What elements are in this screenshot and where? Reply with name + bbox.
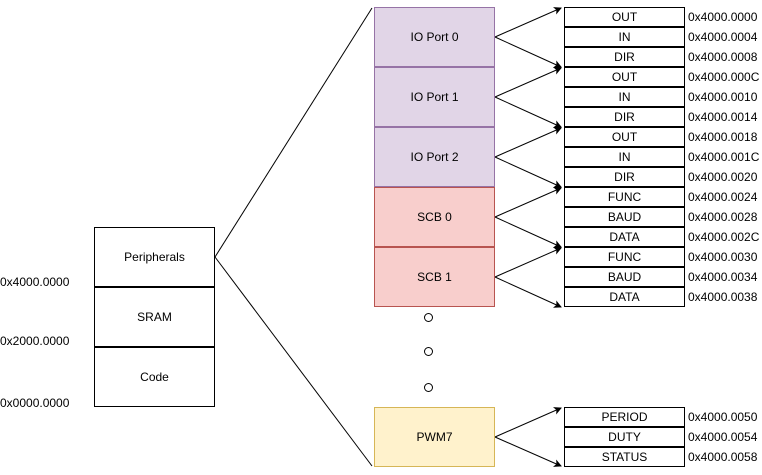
peripheral-pwm7: PWM7: [374, 407, 495, 467]
arrow: [494, 7, 562, 38]
zoom-line-bottom: [214, 256, 373, 467]
peripheral-scb-0: SCB 0: [374, 187, 495, 247]
peripheral-label: SCB 1: [417, 270, 452, 284]
register-address: 0x4000.0054: [688, 430, 758, 444]
register-cell: OUT: [564, 67, 685, 87]
memory-region-code: Code: [94, 347, 215, 407]
register-address: 0x4000.0004: [688, 30, 758, 44]
address-label-peripherals: 0x4000.0000: [0, 275, 70, 289]
peripheral-label: SCB 0: [417, 210, 452, 224]
register-cell: DIR: [564, 47, 685, 67]
register-name: DIR: [614, 110, 635, 124]
arrow: [494, 436, 562, 467]
memory-region-peripherals: Peripherals: [94, 227, 215, 287]
register-address: 0x4000.0058: [688, 450, 758, 464]
ellipsis-dot: [424, 313, 433, 322]
register-name: IN: [618, 90, 631, 104]
register-address: 0x4000.0000: [688, 10, 758, 24]
register-cell: FUNC: [564, 247, 685, 267]
register-address: 0x4000.0038: [688, 290, 758, 304]
arrow: [494, 187, 562, 218]
register-name: FUNC: [607, 250, 642, 264]
arrow: [494, 247, 562, 278]
pwm-register-cell: PERIOD: [564, 407, 685, 427]
register-address: 0x4000.002C: [688, 230, 760, 244]
register-name: IN: [618, 30, 631, 44]
memory-region-label: SRAM: [137, 310, 172, 324]
register-cell: BAUD: [564, 207, 685, 227]
register-cell: IN: [564, 87, 685, 107]
peripheral-io-port-2: IO Port 2: [374, 127, 495, 187]
register-name: DATA: [609, 290, 640, 304]
register-cell: FUNC: [564, 187, 685, 207]
register-address: 0x4000.0008: [688, 50, 758, 64]
register-cell: BAUD: [564, 267, 685, 287]
arrow: [494, 407, 562, 438]
register-address: 0x4000.0050: [688, 410, 758, 424]
register-name: OUT: [611, 70, 638, 84]
register-address: 0x4000.001C: [688, 150, 760, 164]
register-name: FUNC: [607, 190, 642, 204]
register-cell: OUT: [564, 7, 685, 27]
register-cell: IN: [564, 27, 685, 47]
register-name: DIR: [614, 50, 635, 64]
register-address: 0x4000.0028: [688, 210, 758, 224]
register-name: IN: [618, 150, 631, 164]
arrow: [494, 156, 562, 188]
pwm-register-cell: STATUS: [564, 447, 685, 467]
zoom-line-top: [214, 7, 373, 258]
register-name: OUT: [611, 130, 638, 144]
peripheral-label: IO Port 0: [410, 30, 459, 44]
ellipsis-dot: [424, 383, 433, 392]
arrow: [494, 276, 562, 308]
register-address: 0x4000.0018: [688, 130, 758, 144]
memory-region-label: Peripherals: [124, 250, 185, 264]
register-name: BAUD: [607, 210, 642, 224]
pwm-register-cell: DUTY: [564, 427, 685, 447]
arrow: [494, 96, 562, 128]
register-name: DUTY: [608, 430, 641, 444]
address-label-code: 0x0000.0000: [0, 396, 70, 410]
memory-region-label: Code: [140, 370, 169, 384]
register-cell: DATA: [564, 287, 685, 307]
arrow: [494, 36, 562, 68]
register-cell: DIR: [564, 167, 685, 187]
peripheral-label: PWM7: [416, 430, 453, 444]
memory-region-sram: SRAM: [94, 287, 215, 347]
register-address: 0x4000.0030: [688, 250, 758, 264]
peripheral-label: IO Port 2: [410, 150, 459, 164]
register-cell: DATA: [564, 227, 685, 247]
register-name: DIR: [614, 170, 635, 184]
register-name: OUT: [611, 10, 638, 24]
register-name: STATUS: [601, 450, 648, 464]
register-address: 0x4000.0014: [688, 110, 758, 124]
register-address: 0x4000.0034: [688, 270, 758, 284]
ellipsis-dot: [424, 347, 433, 356]
peripheral-io-port-0: IO Port 0: [374, 7, 495, 67]
register-name: PERIOD: [601, 410, 648, 424]
register-cell: DIR: [564, 107, 685, 127]
register-address: 0x4000.000C: [688, 70, 760, 84]
arrow: [494, 216, 562, 248]
peripheral-io-port-1: IO Port 1: [374, 67, 495, 127]
arrow: [494, 127, 562, 158]
register-address: 0x4000.0020: [688, 170, 758, 184]
register-address: 0x4000.0024: [688, 190, 758, 204]
arrow: [494, 67, 562, 98]
address-label-sram: 0x2000.0000: [0, 334, 70, 348]
register-name: DATA: [609, 230, 640, 244]
register-cell: IN: [564, 147, 685, 167]
peripheral-label: IO Port 1: [410, 90, 459, 104]
register-cell: OUT: [564, 127, 685, 147]
register-address: 0x4000.0010: [688, 90, 758, 104]
register-name: BAUD: [607, 270, 642, 284]
peripheral-scb-1: SCB 1: [374, 247, 495, 307]
